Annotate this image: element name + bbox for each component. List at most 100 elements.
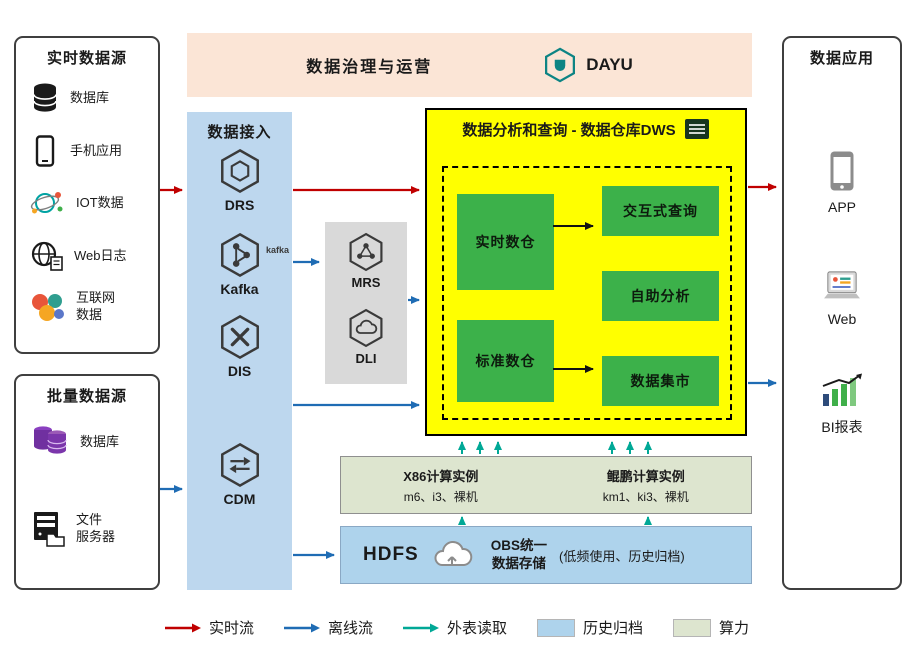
service-cdm: CDM [187,442,292,507]
dws-doc-icon [684,119,709,139]
service-label: DLI [355,351,377,366]
obs-cloud-icon [434,540,473,566]
legend-compute-power: 算力 [673,617,749,638]
service-label: MRS [351,275,381,290]
archive-swatch [537,618,575,637]
drs-hexagon-icon [220,148,259,194]
x86-compute-detail: m6、i3、裸机 [403,489,478,504]
application-web: Web [784,270,900,327]
service-mrs: MRS [325,232,407,290]
source-batch-database: 数据库 [16,424,158,460]
source-file-server: 文件 服务器 [16,510,158,548]
data-ingestion-title: 数据接入 [207,124,272,141]
source-label: 数据库 [70,89,110,105]
source-label: IOT数据 [76,194,124,210]
source-mobile-app: 手机应用 [16,135,158,167]
interactive-query-label: 交互式查询 [623,203,698,219]
source-database: 数据库 [16,82,158,114]
legend-label: 离线流 [327,620,373,637]
app-phone-icon [830,151,854,191]
dws-title-row: 数据分析和查询 - 数据仓库DWS [427,110,745,140]
realtime-warehouse-box: 实时数仓 [457,194,554,290]
hdfs-label: HDFS [363,544,419,565]
compute-instances-box: X86计算实例 m6、i3、裸机 鲲鹏计算实例 km1、ki3、裸机 [340,456,752,514]
application-label: APP [827,199,856,215]
file-server-icon [30,510,66,548]
source-label: 数据库 [80,433,120,449]
service-drs: DRS [187,148,292,213]
legend-external-read: 外表读取 [402,617,507,638]
dayu-logo-text: DAYU [586,55,633,74]
dws-title: 数据分析和查询 - 数据仓库DWS [462,121,676,139]
legend-history-archive: 历史归档 [537,617,643,638]
application-label: BI报表 [821,419,863,435]
external-read-arrow-icon [402,623,439,632]
dayu-logo-icon [545,47,576,83]
source-iot-data: IOT数据 [16,188,158,218]
legend-label: 外表读取 [446,620,507,637]
standard-warehouse-label: 标准数仓 [475,353,536,369]
data-mart-label: 数据集市 [630,373,691,389]
legend-label: 实时流 [208,620,254,637]
service-label: DRS [224,197,255,213]
realtime-warehouse-label: 实时数仓 [475,234,536,250]
kunpeng-compute-title: 鲲鹏计算实例 [606,468,685,484]
legend-label: 历史归档 [583,620,644,637]
service-dli: DLI [325,308,407,366]
realtime-sources-panel: 实时数据源 数据库 手机应用 IOT数据 Web日志 [14,36,160,354]
dws-inner-frame [442,166,732,420]
service-label: CDM [223,491,256,507]
web-log-icon [30,240,64,272]
storage-box: HDFS OBS统一 数据存储 (低频使用、历史归档) [340,526,752,584]
dis-hexagon-icon [220,314,259,360]
dayu-logo: DAYU [542,47,633,83]
legend: 实时流 离线流 外表读取 历史归档 算力 [0,617,914,638]
database-icon [30,82,60,114]
source-web-logs: Web日志 [16,240,158,272]
application-bi-report: BI报表 [784,372,900,437]
interactive-query-box: 交互式查询 [602,186,719,236]
self-service-analysis-box: 自助分析 [602,271,719,321]
mrs-hexagon-icon [349,232,383,272]
batch-sources-title: 批量数据源 [46,388,127,405]
service-label: DIS [227,363,252,379]
legend-offline-flow: 离线流 [283,617,373,638]
service-dis: DIS [187,314,292,379]
governance-banner: 数据治理与运营 DAYU [187,33,752,97]
data-mart-box: 数据集市 [602,356,719,406]
realtime-flow-arrow-icon [164,623,201,632]
standard-warehouse-box: 标准数仓 [457,320,554,402]
kafka-hexagon-icon [220,232,259,278]
legend-label: 算力 [719,620,750,637]
governance-title: 数据治理与运营 [306,59,433,76]
internet-data-icon [30,292,66,322]
database-purple-icon [30,424,70,460]
offline-flow-arrow-icon [283,623,320,632]
application-app: APP [784,150,900,215]
web-monitor-icon [824,271,860,299]
processing-box: MRS DLI [325,222,407,384]
dws-analysis-box: 数据分析和查询 - 数据仓库DWS 实时数仓 标准数仓 交互式查询 自助分析 数… [425,108,747,436]
kunpeng-compute-group: 鲲鹏计算实例 km1、ki3、裸机 [603,466,689,505]
realtime-sources-title: 实时数据源 [46,50,127,67]
batch-sources-panel: 批量数据源 数据库 文件 服务器 [14,374,160,590]
data-applications-title: 数据应用 [809,50,874,67]
phone-icon [30,135,60,167]
source-label: 互联网 数据 [76,290,116,322]
kafka-wordmark: kafka [265,245,289,255]
source-label: 手机应用 [70,142,123,158]
self-service-analysis-label: 自助分析 [630,288,691,304]
service-kafka: kafka Kafka [187,232,292,297]
source-internet-data: 互联网 数据 [16,290,158,324]
x86-compute-group: X86计算实例 m6、i3、裸机 [403,466,478,505]
application-label: Web [827,311,857,327]
compute-swatch [673,618,712,637]
legend-realtime-flow: 实时流 [164,617,254,638]
x86-compute-title: X86计算实例 [403,468,479,484]
dli-hexagon-icon [349,308,383,348]
data-applications-panel: 数据应用 APP Web [782,36,902,590]
source-label: 文件 服务器 [76,512,116,544]
source-label: Web日志 [74,247,127,263]
obs-storage-note: (低频使用、历史归档) [559,548,685,564]
